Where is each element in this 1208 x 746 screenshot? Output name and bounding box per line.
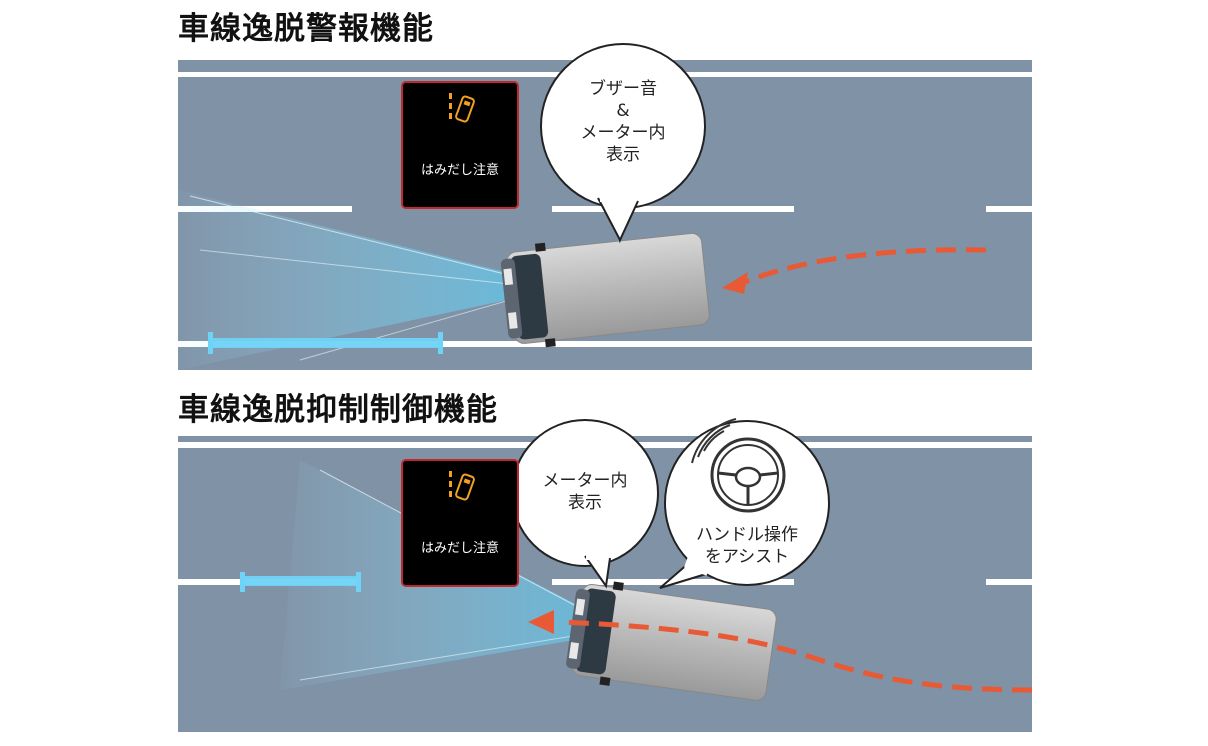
detected-lane-highlight <box>212 338 440 348</box>
bubble-line: & <box>616 101 630 121</box>
van-top <box>500 232 710 348</box>
detected-lane-bracket <box>240 572 245 592</box>
section-title-warning: 車線逸脱警報機能 <box>178 11 434 47</box>
steering-wheel-icon <box>691 418 786 513</box>
bubble-text-meter: メーター内 表示 <box>525 470 645 514</box>
lane-dash <box>986 206 1032 212</box>
bubble-line: をアシスト <box>704 547 790 567</box>
van-bottom <box>566 581 777 701</box>
detected-lane-highlight <box>244 576 358 586</box>
bubble-line: メーター内 <box>580 123 666 143</box>
bubble-line: 表示 <box>606 145 640 165</box>
meter-display-warning: はみだし注意 <box>401 81 519 209</box>
beam-line <box>299 629 611 681</box>
bubble-text-warning: ブザー音 & メーター内 表示 <box>553 78 693 166</box>
detected-lane-bracket <box>208 332 213 354</box>
detected-lane-bracket <box>356 572 361 592</box>
trajectory-dashed <box>559 619 1033 693</box>
warning-text: はみだし注意 <box>420 163 499 178</box>
warning-text: はみだし注意 <box>420 541 499 556</box>
camera-beam <box>178 190 545 370</box>
meter-display-suppression: はみだし注意 <box>401 459 519 587</box>
lane-line <box>178 736 1032 742</box>
lane-dash <box>178 206 352 212</box>
bubble-line: 表示 <box>568 493 602 513</box>
lane-dash <box>552 206 794 212</box>
trajectory-arrowhead <box>722 272 748 294</box>
lane-departure-icon <box>449 471 475 501</box>
beam-line <box>199 249 546 289</box>
trajectory-dashed <box>744 247 987 285</box>
beam-line <box>299 289 546 361</box>
beam-line <box>189 195 546 285</box>
bubble-line: ハンドル操作 <box>696 525 798 545</box>
bubble-line: メーター内 <box>542 471 628 491</box>
bubble-line: ブザー音 <box>589 79 657 99</box>
bubble-text-assist: ハンドル操作 をアシスト <box>677 524 817 568</box>
section-title-suppression: 車線逸脱抑制制御機能 <box>178 392 498 428</box>
detected-lane-bracket <box>438 332 443 354</box>
lane-departure-icon <box>449 93 475 123</box>
lane-line <box>178 341 1032 347</box>
lane-dash <box>986 579 1032 585</box>
trajectory-arrowhead <box>528 610 554 634</box>
